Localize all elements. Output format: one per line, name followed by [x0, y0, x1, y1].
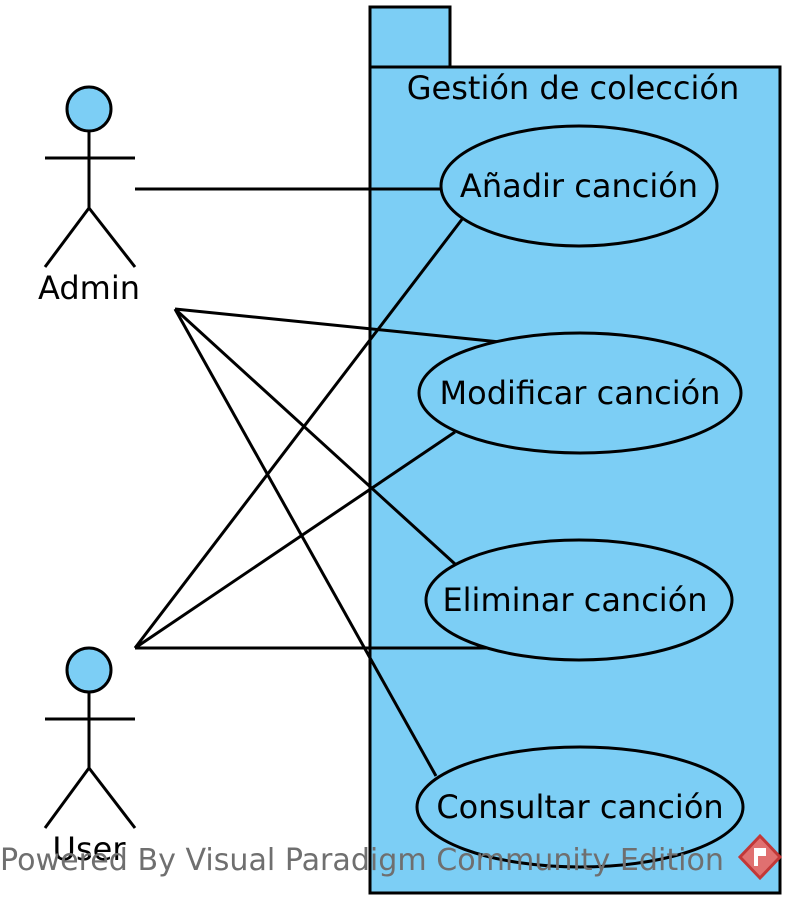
use-case-consult-label: Consultar canción	[436, 788, 723, 826]
assoc-admin-consult	[173, 308, 438, 777]
actor-admin-head	[65, 85, 113, 133]
use-case-add-label: Añadir canción	[460, 167, 698, 205]
use-case-modify-ellipse	[417, 331, 743, 455]
actor-admin	[43, 85, 137, 268]
actor-admin-label: Admin	[38, 269, 140, 307]
use-case-delete-label: Eliminar canción	[442, 581, 707, 619]
actor-admin-leg-right	[87, 207, 137, 268]
associations	[133, 187, 501, 777]
assoc-user-add	[133, 217, 465, 649]
use-case-add: Añadir canción	[439, 124, 719, 248]
assoc-user-modify	[134, 430, 456, 650]
visual-paradigm-logo-icon	[737, 833, 783, 881]
watermark-text: Powered By Visual Paradigm Community Edi…	[0, 843, 724, 878]
package-title: Gestión de colección	[407, 69, 739, 107]
actor-user-head	[65, 646, 113, 694]
use-case-delete-ellipse	[424, 538, 734, 662]
use-case-consult: Consultar canción	[415, 745, 745, 869]
use-case-modify: Modificar canción	[417, 331, 743, 455]
actor-user	[43, 646, 137, 829]
actor-admin-leg-left	[43, 207, 91, 268]
actor-user-leg-left	[43, 767, 91, 829]
package-tab	[368, 5, 452, 69]
use-case-add-ellipse	[439, 124, 719, 248]
actor-user-leg-right	[87, 767, 137, 829]
use-case-delete: Eliminar canción	[424, 538, 734, 662]
actor-user-label: User	[53, 830, 127, 868]
use-case-modify-label: Modificar canción	[440, 374, 721, 412]
assoc-admin-delete	[173, 307, 457, 566]
assoc-admin-modify	[174, 307, 501, 344]
use-case-consult-ellipse	[415, 745, 745, 869]
